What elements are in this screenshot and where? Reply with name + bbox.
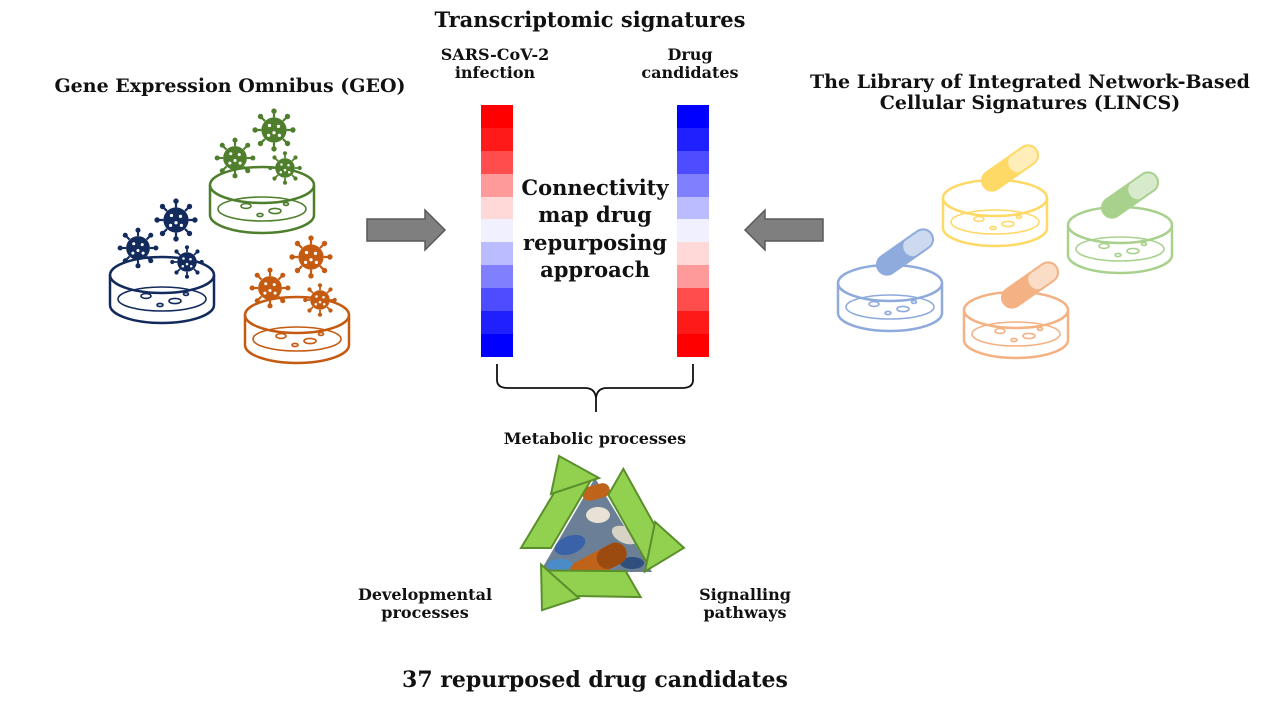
heatmap-cell xyxy=(677,105,709,128)
sars-cov-2-label: SARS-CoV-2 infection xyxy=(440,45,550,82)
heatmap-cell xyxy=(481,219,513,243)
heatmap-cell xyxy=(481,196,513,220)
heatmap-cell xyxy=(481,311,513,334)
heatmap-cell xyxy=(481,242,513,266)
figure-title: Transcriptomic signatures xyxy=(434,7,746,32)
pill-icon xyxy=(1097,167,1163,223)
metabolic-processes-label: Metabolic processes xyxy=(503,429,687,448)
virus-icon xyxy=(116,197,205,280)
heatmap-cell xyxy=(481,173,513,197)
heatmap-cell xyxy=(481,150,513,174)
drug-candidates-count-label: 37 repurposed drug candidates xyxy=(402,667,788,693)
heatmap-cell xyxy=(677,173,709,197)
heatmap-cell xyxy=(677,311,709,334)
heatmap-cell xyxy=(677,288,709,312)
lincs-dish-green xyxy=(1066,205,1174,275)
heatmap-cell xyxy=(677,196,709,220)
geo-dish-green xyxy=(208,165,316,235)
geo-label: Gene Expression Omnibus (GEO) xyxy=(54,75,406,97)
lincs-label: The Library of Integrated Network-Based … xyxy=(810,71,1250,115)
sars-cov-2-heatmap xyxy=(481,105,513,357)
heatmap-cell xyxy=(677,219,709,243)
heatmap-cell xyxy=(481,105,513,128)
heatmap-cell xyxy=(481,265,513,289)
arrow-left-icon xyxy=(743,208,824,252)
pill-icon xyxy=(997,257,1063,313)
signalling-pathways-label: Signalling pathways xyxy=(699,585,791,622)
arrow-right-icon xyxy=(366,208,447,252)
geo-dish-navy xyxy=(108,255,216,325)
developmental-processes-label: Developmental processes xyxy=(357,585,493,622)
drug-candidates-heatmap xyxy=(677,105,709,357)
virus-icon xyxy=(213,107,303,186)
heatmap-cell xyxy=(677,127,709,151)
virus-icon xyxy=(248,234,338,318)
heatmap-cell xyxy=(481,127,513,151)
connectivity-map-label: Connectivity map drug repurposing approa… xyxy=(521,175,669,282)
heatmap-cell xyxy=(677,150,709,174)
heatmap-cell xyxy=(677,333,709,357)
heatmap-cell xyxy=(677,242,709,266)
recycle-icon xyxy=(520,455,705,645)
geo-dish-orange xyxy=(243,295,351,365)
drug-candidates-label: Drug candidates xyxy=(641,45,739,82)
heatmap-cell xyxy=(481,288,513,312)
heatmap-cell xyxy=(677,265,709,289)
bracket-icon xyxy=(496,364,694,412)
heatmap-cell xyxy=(481,333,513,357)
